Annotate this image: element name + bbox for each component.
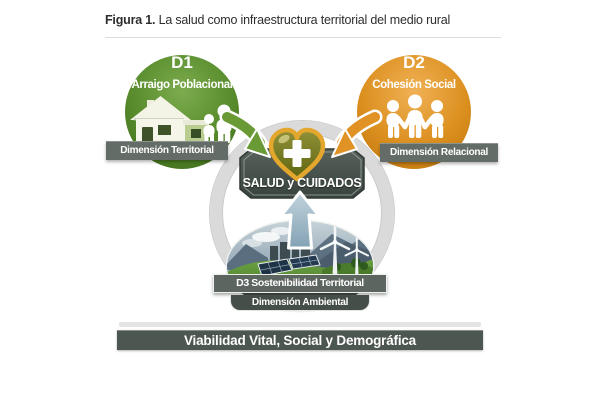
people-chain-icon	[386, 94, 444, 138]
city-silhouette	[270, 242, 310, 262]
wind-turbine-icon	[319, 224, 369, 278]
d1-ribbon: Dimensión Territorial	[106, 141, 228, 160]
d2-ribbon: Dimensión Relacional	[380, 143, 498, 162]
green-arrow-icon	[219, 109, 271, 158]
d2-title: Cohesión Social	[372, 79, 456, 91]
d2-circle	[357, 55, 471, 169]
figure-caption: Figura 1. La salud como infraestructura …	[105, 13, 450, 27]
blue-up-arrow-icon	[279, 190, 321, 250]
heart-cross-icon	[268, 127, 326, 182]
d3-sub-ribbon: Dimensión Ambiental	[230, 295, 370, 311]
orange-arrow-icon	[331, 109, 383, 158]
figure-caption-text: La salud como infraestructura territoria…	[155, 13, 451, 27]
banner-shadow	[119, 322, 481, 327]
d2-code: D2	[403, 53, 425, 72]
solar-panel-icon	[257, 254, 321, 277]
d1-code: D1	[171, 53, 193, 72]
d1-title: Arraigo Poblacional	[131, 79, 233, 91]
house-icon	[130, 96, 209, 144]
d3-ribbon: D3 Sostenibilidad Territorial	[213, 274, 387, 293]
figure-caption-number: Figura 1.	[105, 13, 156, 27]
caption-divider	[105, 37, 501, 38]
salud-badge-label: SALUD y CUIDADOS	[242, 176, 362, 190]
footer-banner: Viabilidad Vital, Social y Demográfica	[117, 330, 483, 350]
